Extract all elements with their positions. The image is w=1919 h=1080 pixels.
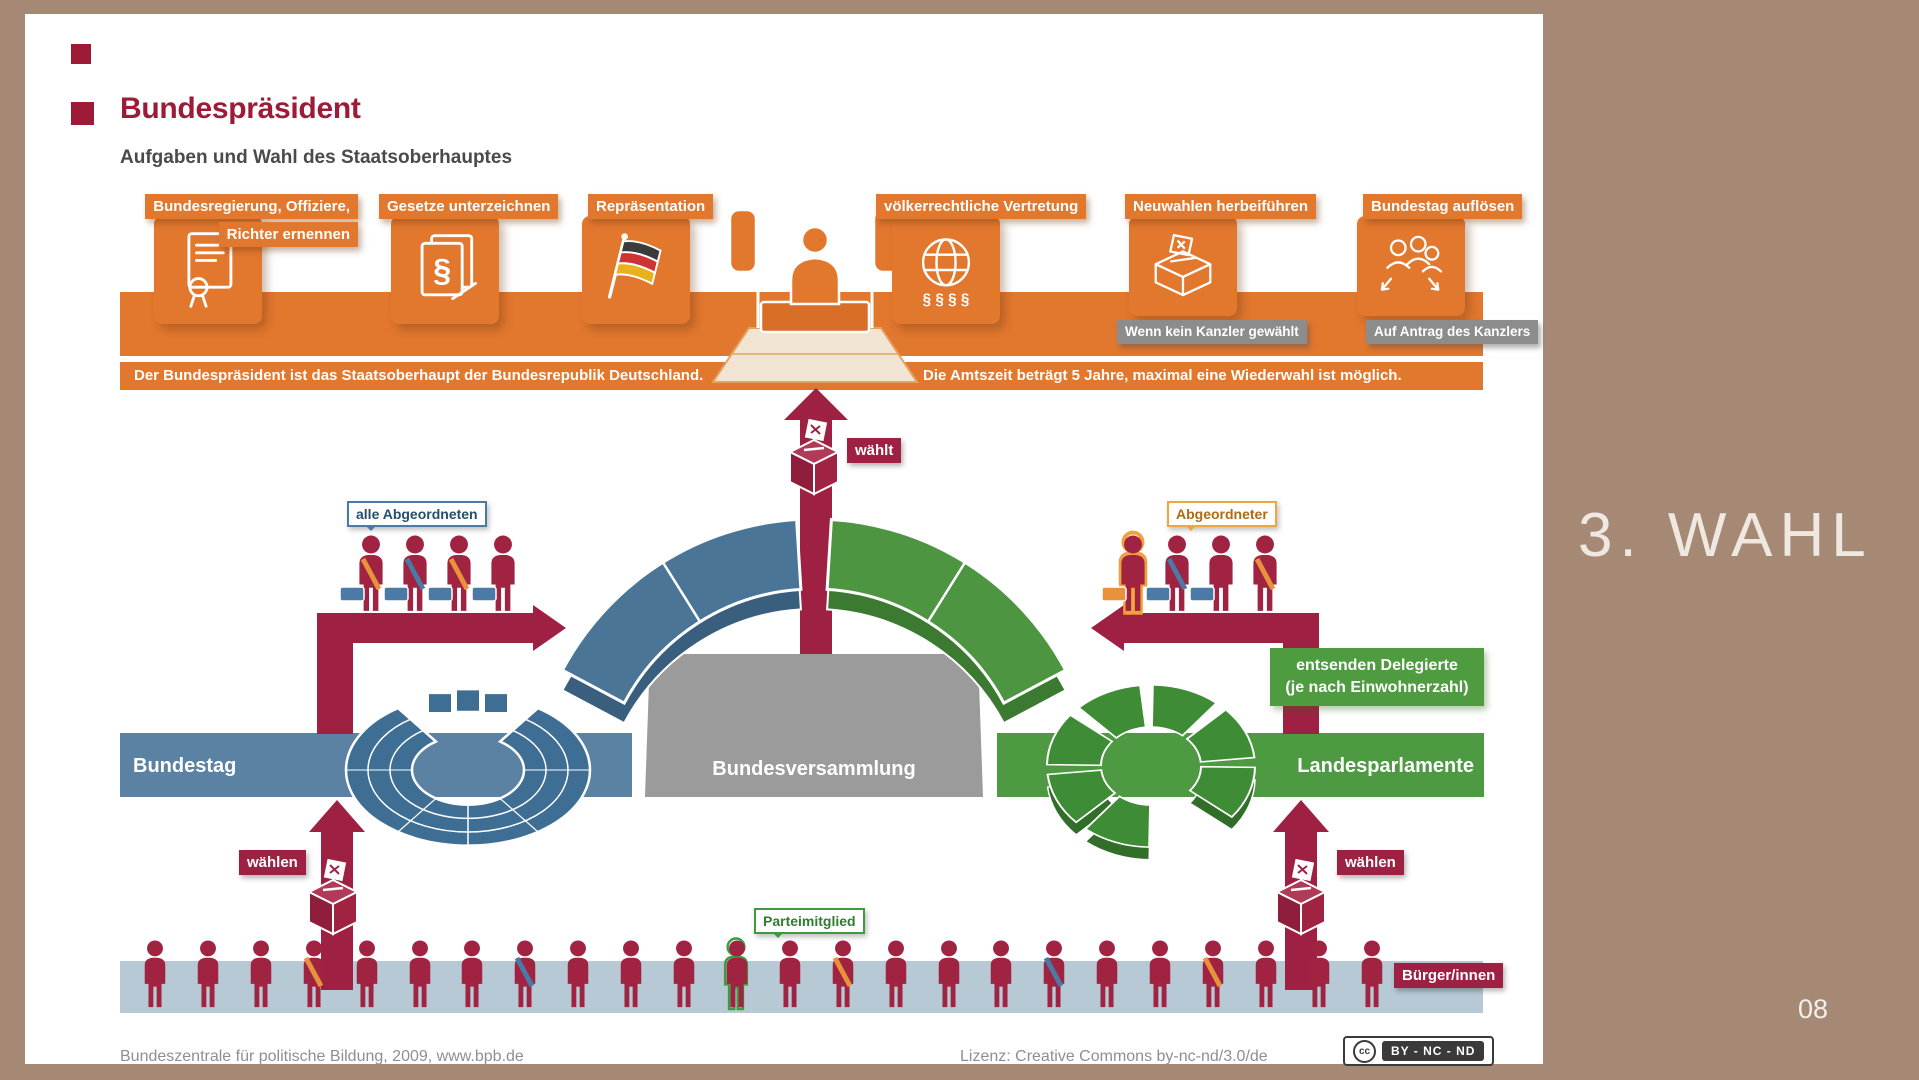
right-delegates-arrow [1091, 605, 1319, 734]
banner-text-right: Die Amtszeit beträgt 5 Jahre, maximal ei… [923, 367, 1402, 384]
globe-icon: § § § § [921, 238, 971, 308]
task-representation-label: Repräsentation [588, 194, 714, 219]
abgeordneter-tag: Abgeordneter [1167, 501, 1277, 531]
president-figure [711, 196, 919, 383]
source-credit: Bundeszentrale für politische Bildung, 2… [120, 1048, 524, 1065]
task-new-elections-box [1129, 216, 1237, 316]
task-appoint-label-line1: Bundesregierung, Offiziere, [145, 194, 358, 219]
page-number: 08 [1798, 994, 1829, 1024]
certificate-icon [187, 232, 233, 308]
waehlt-label: wählt [847, 438, 902, 463]
cc-terms: BY - NC - ND [1382, 1041, 1485, 1061]
task-appoint-label-line2: Richter ernennen [218, 222, 358, 247]
german-flag-icon [607, 233, 662, 299]
slide-title: Bundespräsident [120, 92, 361, 125]
arc-green-half [825, 517, 1068, 706]
task-sign-laws-label: Gesetze unterzeichnen [379, 194, 559, 219]
task-new-elections-sublabel: Wenn kein Kanzler gewählt [1117, 320, 1307, 344]
bundestag-members-figures [339, 535, 515, 611]
task-international-box: § § § § [892, 216, 1000, 324]
parteimitglied-tag: Parteimitglied [754, 908, 865, 938]
law-document-icon: § [420, 234, 477, 301]
waehlen-label-left: wählen [239, 850, 306, 875]
bundesversammlung-label: Bundesversammlung [712, 758, 916, 780]
buerger-label: Bürger/innen [1394, 963, 1504, 988]
task-dissolve-box [1357, 216, 1465, 316]
assembly-arc [560, 517, 1068, 725]
waehlen-label-right: wählen [1337, 850, 1404, 875]
slide: Bundespräsident Aufgaben und Wahl des St… [25, 14, 1543, 1066]
landesparlamente-band-label: Landesparlamente [1297, 755, 1474, 777]
people-group-icon [1380, 235, 1443, 291]
bullet-square-large [71, 102, 94, 125]
banner-text-left: Der Bundespräsident ist das Staatsoberha… [134, 367, 704, 384]
ballot-box-right [1275, 856, 1327, 936]
cc-logo-icon: cc [1353, 1039, 1376, 1063]
svg-text:§: § [433, 252, 451, 288]
bundesversammlung-block [645, 654, 983, 797]
delegates-note-box: entsenden Delegierte (je nach Einwohnerz… [1270, 648, 1484, 706]
landesparlamente-parliament-icon [1045, 684, 1257, 861]
bundestag-parliament-icon [346, 689, 590, 845]
svg-text:§ § § §: § § § § [923, 291, 970, 308]
task-sign-laws-box: § [391, 216, 499, 324]
task-representation-box [582, 216, 690, 324]
bundestag-band-label: Bundestag [133, 755, 237, 777]
citizens-figures [144, 937, 1383, 1011]
arc-blue-half [560, 517, 803, 706]
bullet-square-small [71, 44, 91, 64]
task-new-elections-label: Neuwahlen herbeiführen [1125, 194, 1317, 219]
task-international-label: völkerrechtliche Vertretung [876, 194, 1087, 219]
task-appoint-labels: Bundesregierung, Offiziere, Richter erne… [142, 194, 358, 250]
task-dissolve-sublabel: Auf Antrag des Kanzlers [1366, 320, 1539, 344]
delegates-note-line2: (je nach Einwohnerzahl) [1285, 679, 1469, 696]
alle-abgeordneten-tag: alle Abgeordneten [347, 501, 487, 531]
election-diagram-canvas [120, 196, 1484, 1013]
delegates-note-line1: entsenden Delegierte [1296, 657, 1458, 675]
section-label: 3. WAHL [1578, 501, 1873, 570]
left-delegates-arrow [317, 605, 566, 734]
ballot-box-icon [1154, 233, 1212, 297]
task-dissolve-label: Bundestag auflösen [1363, 194, 1523, 219]
slide-subtitle: Aufgaben und Wahl des Staatsoberhauptes [120, 147, 513, 168]
cc-license-badge: cc BY - NC - ND [1343, 1036, 1495, 1066]
license-text: Lizenz: Creative Commons by-nc-nd/3.0/de [960, 1048, 1268, 1065]
delegates-figures [1101, 533, 1277, 613]
